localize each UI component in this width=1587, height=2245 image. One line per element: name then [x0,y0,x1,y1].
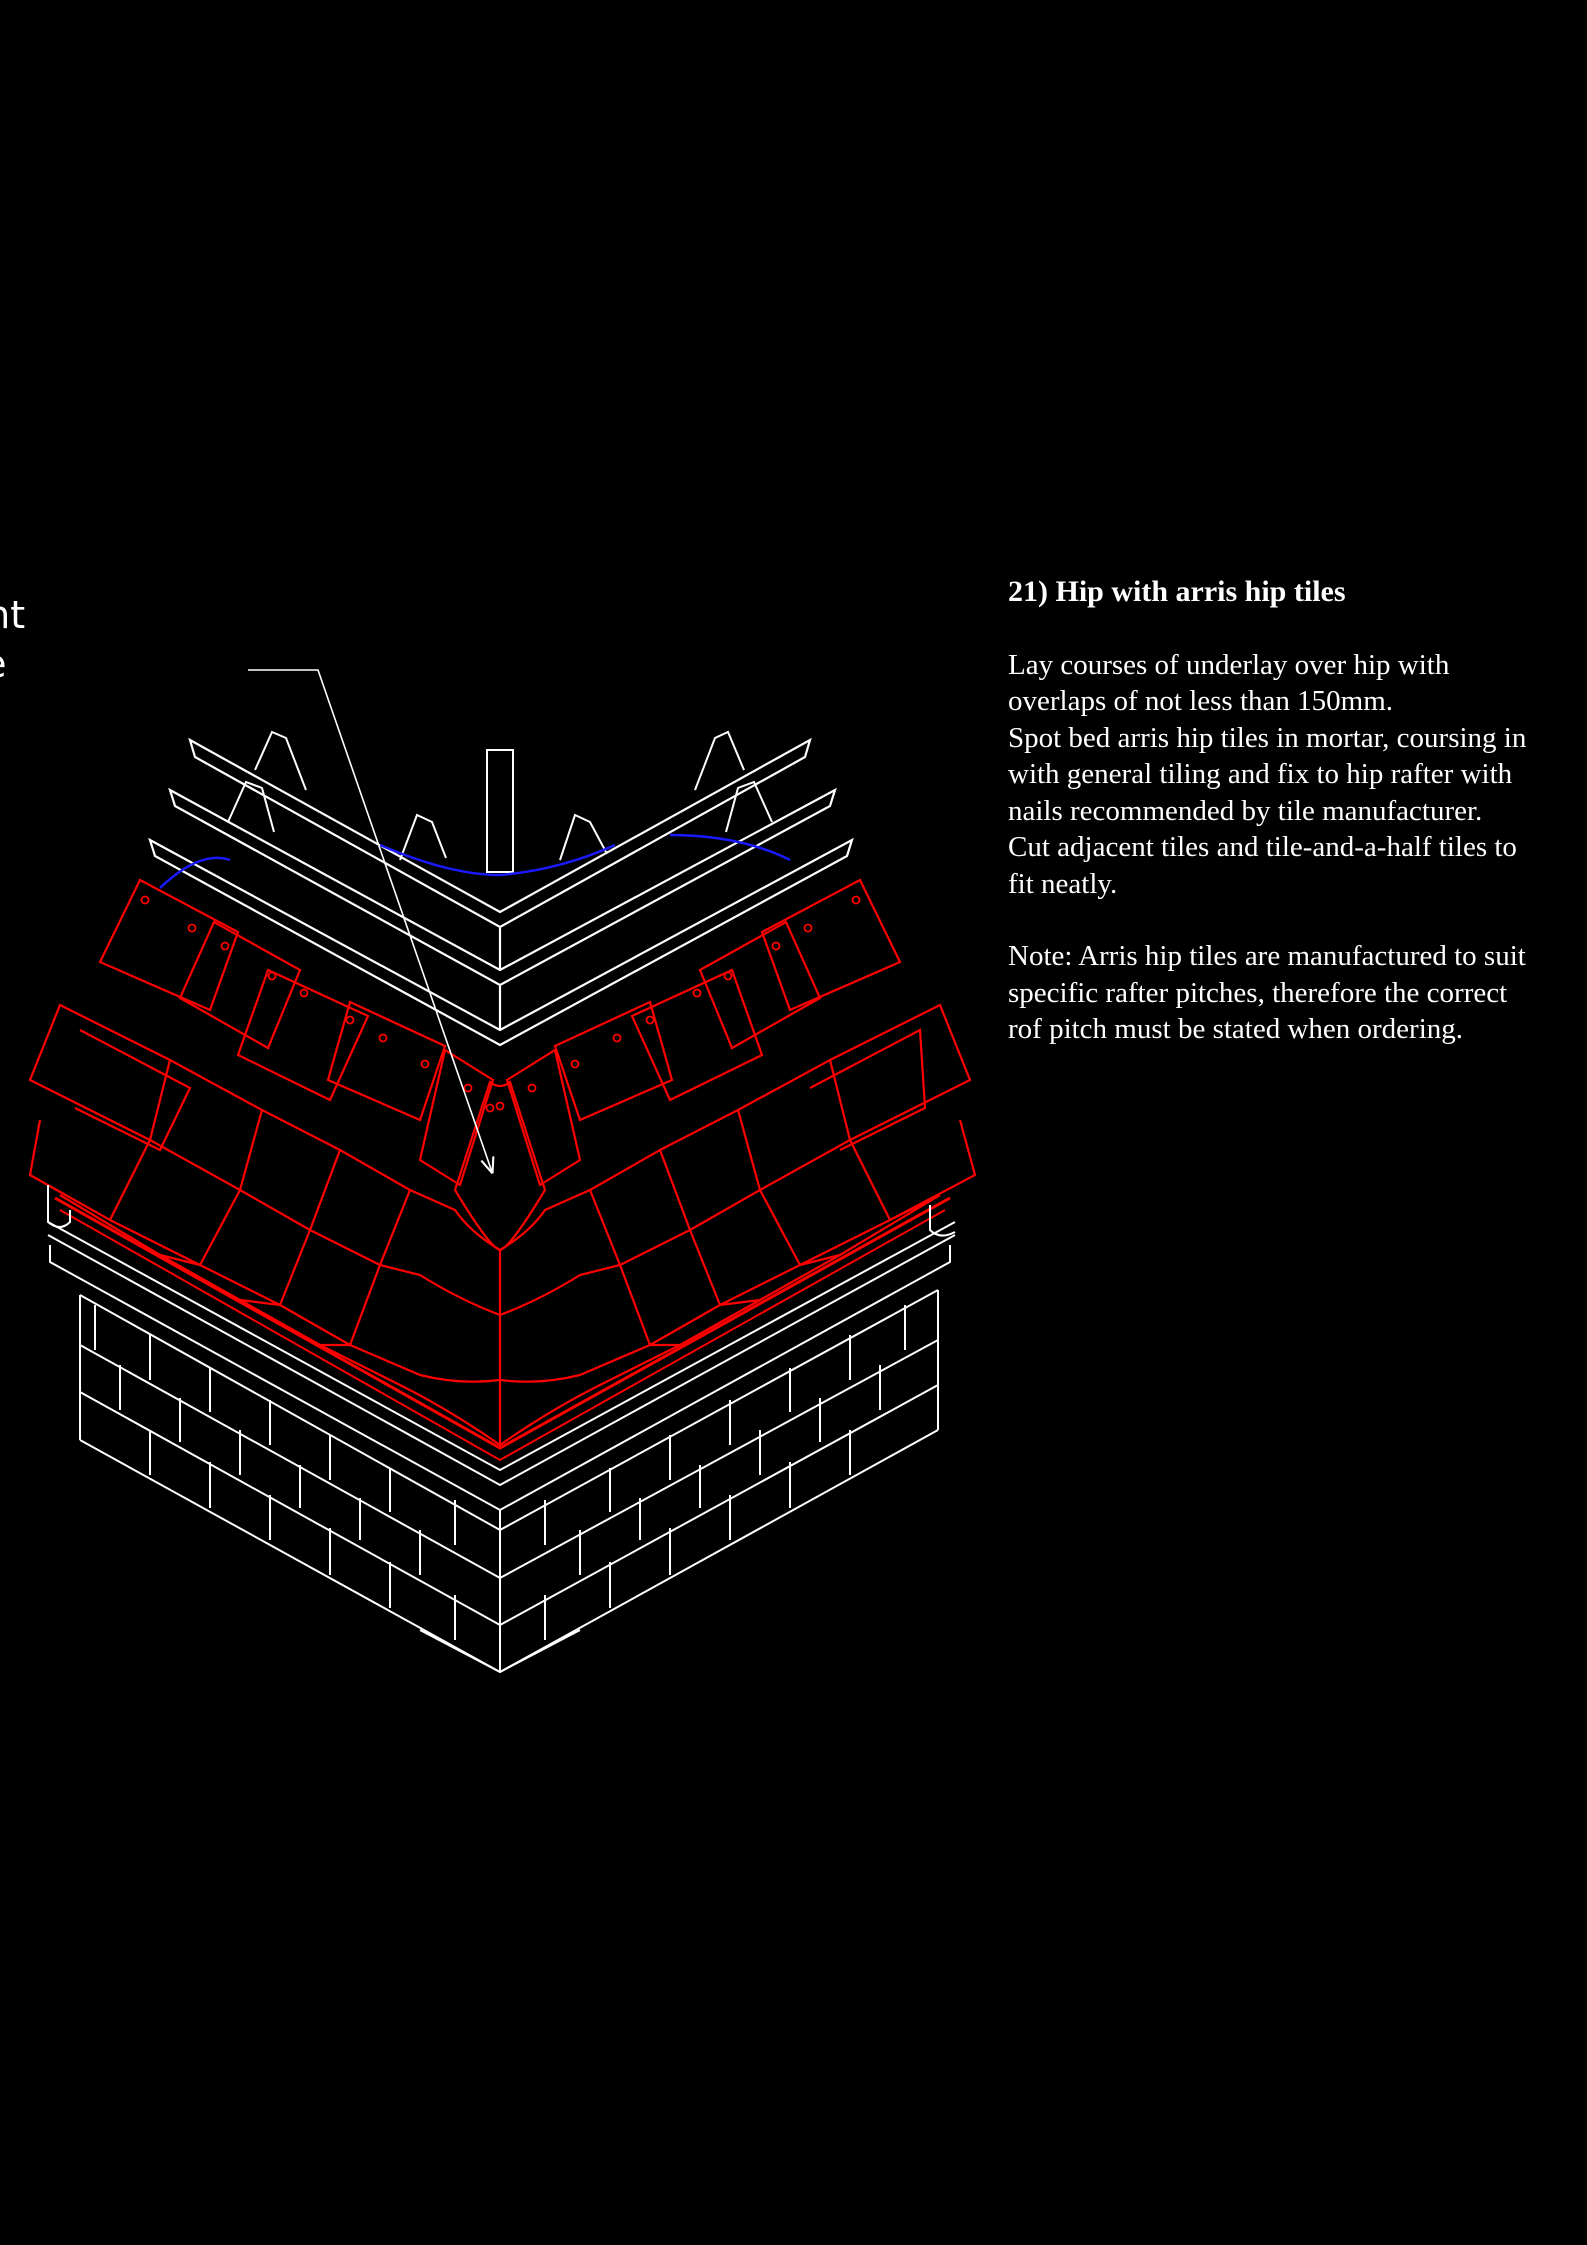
notes-body-line: fit neatly. [1008,867,1118,900]
callout-label-line-2: ile [0,645,7,683]
notes-body-line: Lay courses of underlay over hip with [1008,648,1450,681]
notes-title: 21) Hip with arris hip tiles [1008,575,1346,608]
notes-body-line: with general tiling and fix to hip rafte… [1008,758,1513,790]
notes-note-line: specific rafter pitches, therefore the c… [1008,976,1508,1009]
brickwork [47,1185,956,1674]
callout-label-line-1: ght [0,593,26,637]
notes-body-line: nails recommended by tile manufacturer. [1008,794,1483,827]
notes-body-line: Cut adjacent tiles and tile-and-a-half t… [1008,831,1517,863]
notes-gap [1008,902,1583,938]
arris-hip-tile [453,1080,547,1252]
tiles [28,878,977,1462]
underlay [159,833,791,889]
notes-note-line: rof pitch must be stated when ordering. [1008,1013,1464,1045]
notes-body-line: overlaps of not less than 150mm. [1008,685,1394,717]
notes-note-line: Note: Arris hip tiles are manufactured t… [1008,940,1526,972]
notes-body-line: Spot bed arris hip tiles in mortar, cour… [1008,721,1527,754]
leader-arrow [248,669,492,1172]
battens [148,737,854,1047]
rafters [227,730,773,873]
batten-top [188,737,812,929]
nail-holes [140,895,861,1113]
hip-rafter [486,749,514,873]
specification-notes: 21) Hip with arris hip tiles Lay courses… [1008,574,1583,1048]
